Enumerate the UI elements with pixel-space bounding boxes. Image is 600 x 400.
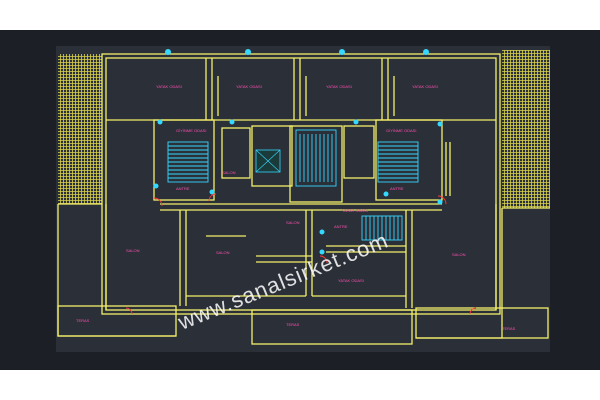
right-stair xyxy=(377,141,419,183)
room-label: GİYİNME ODASI xyxy=(386,128,416,133)
room-label: YATAK ODASI xyxy=(342,208,368,213)
room-label: SALON xyxy=(222,170,236,175)
wall-lines xyxy=(57,53,550,345)
room-label: SALON xyxy=(452,252,466,257)
floor-plan-drawing: YATAK ODASI YATAK ODASI YATAK ODASI YATA… xyxy=(57,49,550,345)
stair-cores xyxy=(167,129,419,241)
room-label: ANTRE xyxy=(334,224,348,229)
room-label: ANTRE xyxy=(176,186,190,191)
room-label: SALON xyxy=(286,220,300,225)
fixtures xyxy=(153,49,443,255)
room-label: SALON xyxy=(126,248,140,253)
room-label: YATAK ODASI xyxy=(326,84,352,89)
room-label: ANTRE xyxy=(390,186,404,191)
room-label: SALON xyxy=(216,250,230,255)
cad-floor-plan: YATAK ODASI YATAK ODASI YATAK ODASI YATA… xyxy=(56,46,550,352)
room-label: YATAK ODASI xyxy=(156,84,182,89)
room-label: TERAS xyxy=(286,322,300,327)
left-balcony-hatch xyxy=(58,54,102,204)
door-swings xyxy=(125,193,477,315)
lower-stair xyxy=(361,215,403,241)
room-label: YATAK ODASI xyxy=(338,278,364,283)
center-stair xyxy=(295,129,337,187)
left-stair xyxy=(167,141,209,183)
room-label: GİYİNME ODASI xyxy=(176,128,206,133)
room-label: YATAK ODASI xyxy=(412,84,438,89)
room-labels: YATAK ODASI YATAK ODASI YATAK ODASI YATA… xyxy=(76,84,516,331)
room-label: TERAS xyxy=(502,326,516,331)
room-label: YATAK ODASI xyxy=(236,84,262,89)
room-label: TERAS xyxy=(76,318,90,323)
right-balcony-hatch xyxy=(502,50,550,208)
